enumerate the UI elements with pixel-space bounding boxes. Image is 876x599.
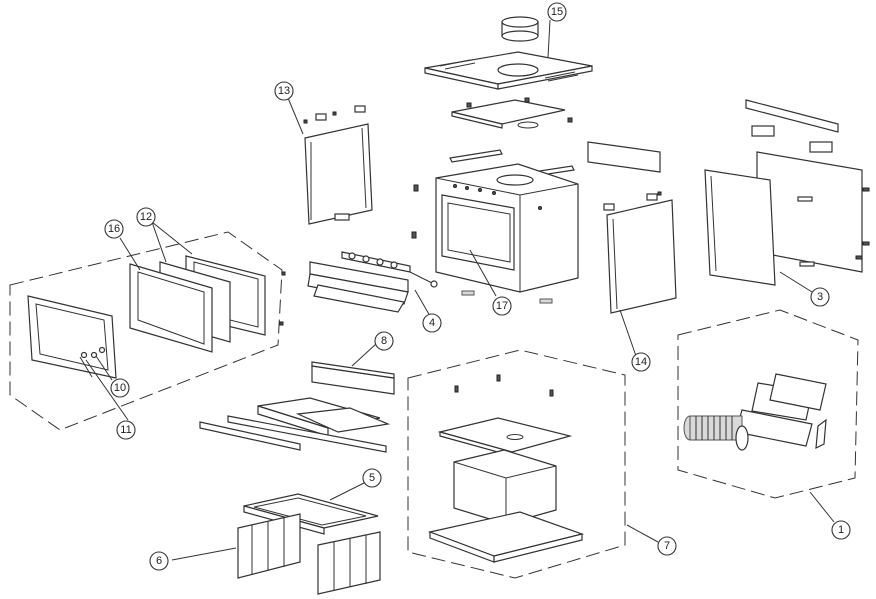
part-door-outer-frame: [27, 271, 286, 379]
callout-3-label: 3: [817, 291, 823, 303]
callout-3: 3: [810, 287, 830, 307]
callout-14: 14: [631, 352, 651, 372]
fan-blower-cylinder: [683, 415, 749, 451]
group-outline-base: [407, 349, 626, 579]
callout-16-label: 16: [108, 223, 120, 235]
callout-17: 17: [492, 296, 512, 316]
part-fan-kit: [683, 373, 827, 451]
part-firebox-lining-bricks: [237, 513, 381, 595]
callout-10: 10: [110, 378, 130, 398]
leader-lines: [85, 19, 835, 561]
group-outline-fan: [677, 309, 859, 499]
callout-1-label: 1: [838, 524, 844, 536]
callout-8: 8: [374, 331, 394, 351]
part-pedestal-base: [427, 374, 585, 563]
callout-15: 15: [547, 2, 567, 22]
callout-8-label: 8: [381, 335, 387, 347]
callout-11: 11: [116, 420, 136, 440]
callout-12: 12: [136, 207, 156, 227]
callout-11-label: 11: [120, 424, 131, 436]
callout-16: 16: [104, 219, 124, 239]
callout-7: 7: [657, 536, 677, 556]
part-door-inner-frame: [129, 263, 213, 353]
callout-14-label: 14: [635, 356, 647, 368]
callout-6: 6: [149, 551, 169, 571]
callout-7-label: 7: [664, 540, 670, 552]
callout-10-label: 10: [114, 382, 126, 394]
callout-5-label: 5: [369, 472, 375, 484]
callout-13: 13: [274, 81, 294, 101]
callout-15-label: 15: [551, 6, 563, 18]
callout-13-label: 13: [278, 85, 290, 97]
group-outline-door: [9, 231, 283, 431]
part-log-retainer: [311, 361, 395, 395]
part-top-plate: [424, 16, 593, 90]
callout-6-label: 6: [156, 555, 162, 567]
callout-12-label: 12: [140, 211, 152, 223]
callout-17-label: 17: [496, 300, 508, 312]
part-right-side-panel: [587, 141, 677, 314]
part-firebrick-set: [199, 397, 391, 453]
callout-4-label: 4: [429, 317, 435, 329]
part-firebox-body: [435, 163, 579, 293]
part-baffle-plate: [451, 97, 573, 129]
callout-1: 1: [831, 520, 851, 540]
callout-5: 5: [362, 468, 382, 488]
part-left-side-panel: [303, 105, 373, 225]
part-rear-panel: [704, 99, 870, 286]
part-control-rail: [307, 251, 438, 313]
part-floor-pads: [461, 290, 553, 304]
callout-4: 4: [422, 313, 442, 333]
